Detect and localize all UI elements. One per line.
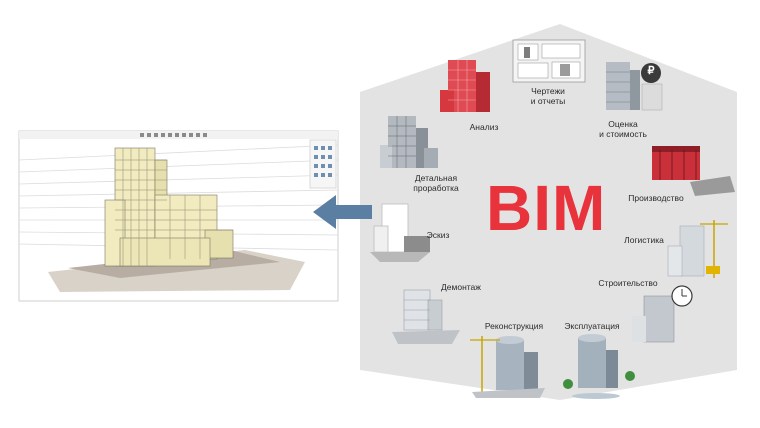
drawings-sheet-icon (512, 39, 586, 83)
ruble-symbol: ₽ (647, 65, 655, 77)
dismantling-building-icon (392, 289, 460, 344)
label-logistics: Логистика (624, 235, 664, 245)
logistics-building-icon (667, 220, 728, 278)
label-drawings: Чертежи и отчеты (530, 86, 566, 106)
sketch-building-icon (370, 203, 430, 262)
label-production: Производство (628, 193, 684, 203)
label-sketch: Эскиз (426, 230, 450, 240)
production-building-icon (652, 146, 735, 196)
label-construction: Строительство (598, 278, 658, 288)
bim-title: BIM (486, 172, 607, 244)
label-operation: Эксплуатация (564, 321, 620, 331)
label-reconstruction: Реконструкция (484, 321, 544, 331)
analysis-building-icon (440, 60, 490, 112)
estimate-building-icon (606, 62, 663, 111)
bim-model-viewport-icon (18, 130, 339, 302)
hexagon-background (360, 24, 737, 400)
label-detailed: Детальная проработка (413, 173, 459, 193)
reconstruction-building-icon (470, 336, 545, 398)
label-analysis: Анализ (469, 122, 499, 132)
construction-building-icon (632, 285, 693, 343)
label-estimate: Оценка и стоимость (599, 119, 647, 139)
detailed-building-icon (380, 116, 438, 168)
hexagon-white-notch (330, 318, 360, 370)
arrow-left-icon (313, 195, 372, 229)
ruble-icon (641, 63, 661, 83)
operation-building-icon (563, 334, 635, 399)
label-dismantling: Демонтаж (441, 282, 481, 292)
